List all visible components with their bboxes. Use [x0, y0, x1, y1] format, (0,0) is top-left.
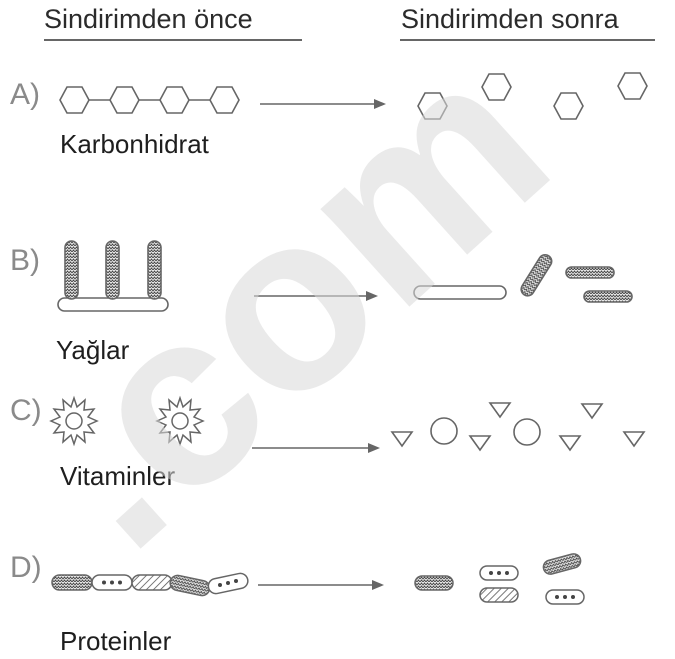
arrow-d: [258, 580, 384, 590]
row-c-letter: C): [10, 394, 42, 427]
arrow-a: [260, 99, 386, 109]
row-d-letter: D): [10, 551, 42, 584]
carbohydrate-chain: [59, 86, 240, 114]
triglyceride: [57, 240, 169, 312]
label-yaglar: Yağlar: [56, 335, 130, 365]
vitamin-molecules: [49, 395, 205, 447]
label-vitaminler: Vitaminler: [60, 461, 176, 491]
arrow-c: [252, 443, 380, 453]
arrow-b: [254, 291, 378, 301]
vitamin-products: [390, 402, 646, 452]
header-before: Sindirimden önce: [44, 4, 253, 34]
monosaccharides: [417, 72, 648, 120]
label-karbonhidrat: Karbonhidrat: [60, 129, 209, 159]
protein-chain: [51, 572, 249, 597]
amino-acids: [414, 553, 585, 605]
header-after: Sindirimden sonra: [401, 4, 619, 34]
fat-products: [413, 253, 633, 303]
row-a-letter: A): [10, 78, 40, 111]
row-b-letter: B): [10, 244, 40, 277]
label-proteinler: Proteinler: [60, 626, 172, 656]
